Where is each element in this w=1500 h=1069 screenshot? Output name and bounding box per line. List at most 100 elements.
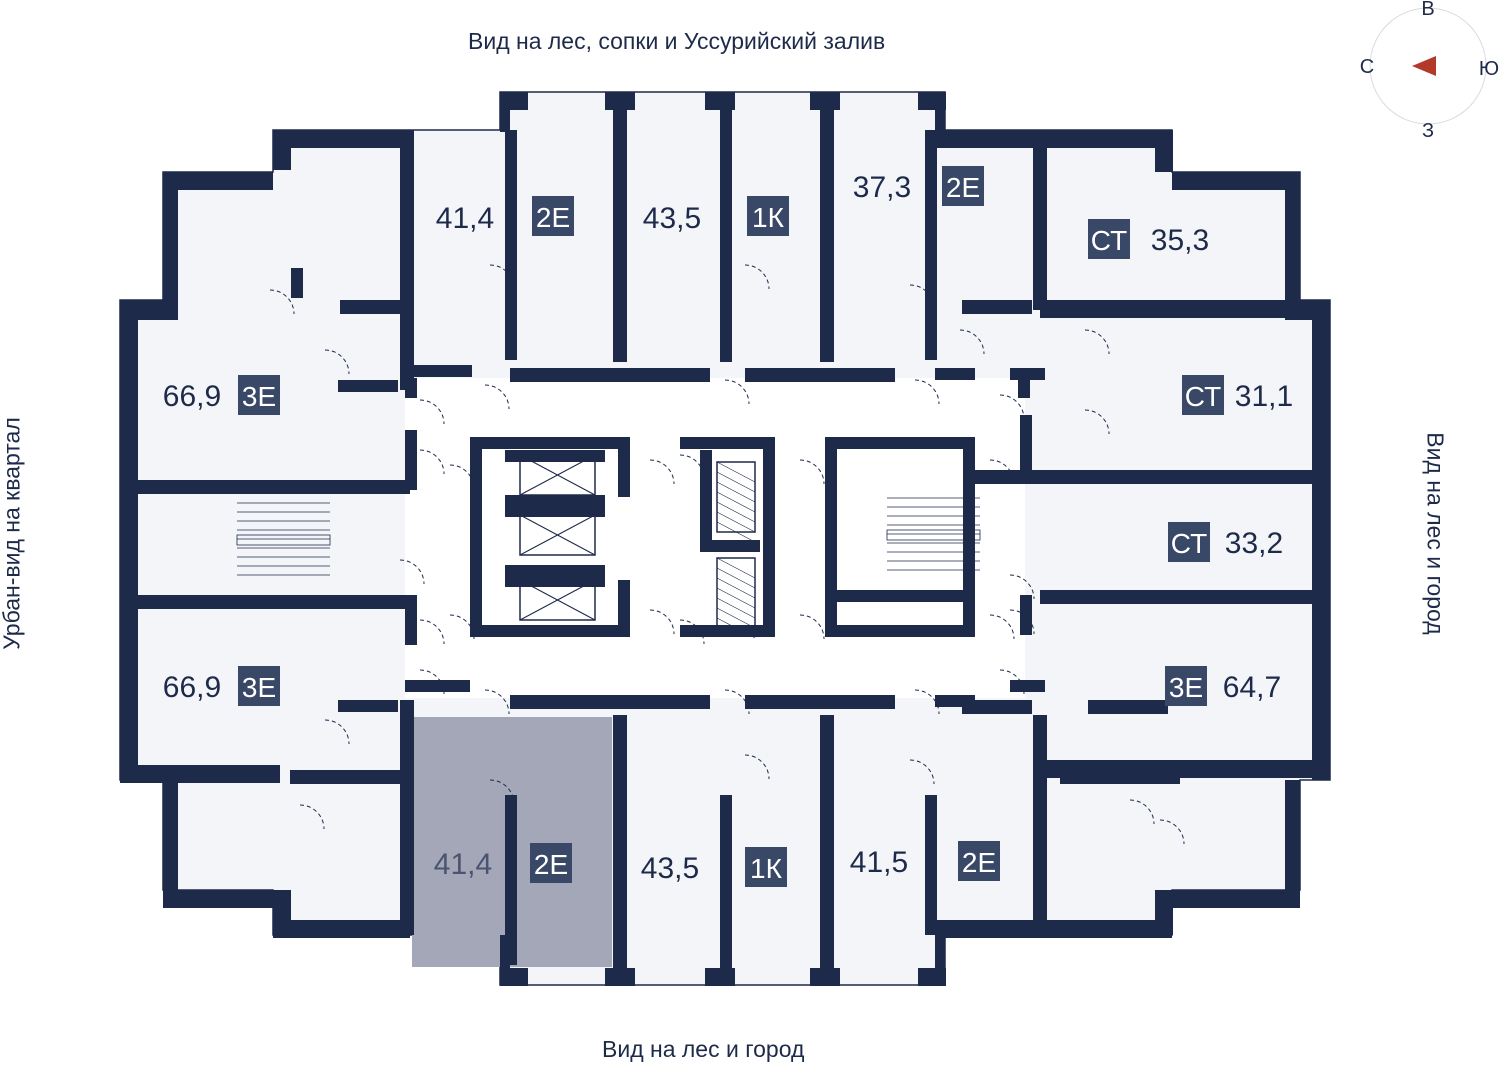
core-wall-0 (470, 437, 630, 449)
unit-type-11: 2Е (962, 847, 996, 878)
wall-76 (340, 300, 400, 314)
wall-65 (613, 715, 627, 985)
wall-72 (745, 695, 895, 709)
wall-43 (1040, 590, 1330, 604)
door-swing-22 (799, 614, 825, 640)
unit-area-5: 31,1 (1235, 380, 1293, 413)
shaft-hatch-0-6 (716, 521, 756, 543)
unit-type-6: СТ (1171, 528, 1207, 559)
shaft-hatch-1-4 (716, 597, 756, 619)
view-label-right: Вид на лес и город (1422, 432, 1449, 635)
wall-30 (935, 368, 975, 380)
door-swing-34 (909, 759, 935, 785)
door-swing-37 (1129, 799, 1155, 825)
wall-31 (1010, 368, 1045, 380)
core-wall-16 (825, 437, 837, 637)
wall-53 (273, 920, 410, 938)
unit-type-badge-0 (532, 196, 574, 236)
door-swing-27 (324, 719, 350, 745)
shaft-hatch-0-3 (716, 491, 756, 513)
unit-type-badge-11 (958, 841, 1000, 881)
door-swing-33 (909, 284, 935, 310)
walls (120, 92, 1330, 986)
door-swing-6 (484, 689, 510, 715)
core-wall-9 (505, 575, 605, 587)
unit-area-8: 64,7 (1223, 671, 1281, 704)
door-swing-12 (999, 669, 1025, 695)
wall-54 (935, 920, 1045, 938)
wall-75 (291, 268, 303, 298)
wall-5 (500, 92, 510, 132)
wall-26 (1033, 130, 1047, 310)
shaft-hatch-0-0 (716, 461, 756, 483)
door-swing-17 (649, 459, 675, 485)
wall-46 (1020, 595, 1032, 635)
unit-area-4: 66,9 (163, 380, 221, 413)
wall-27 (412, 365, 472, 377)
wall-83 (290, 770, 410, 784)
wall-79 (1088, 300, 1168, 314)
apartment-floors (405, 378, 1025, 967)
wall-62 (918, 968, 946, 986)
wall-47 (163, 780, 178, 890)
wall-8 (930, 130, 1040, 148)
wall-38 (120, 765, 280, 783)
wall-6 (935, 92, 945, 132)
wall-32 (405, 378, 417, 398)
wall-22 (613, 92, 627, 362)
core-wall-1 (470, 437, 482, 637)
unit-type-10: 1К (750, 853, 783, 884)
shaft-hatch-1-0 (716, 557, 756, 579)
door-swing-5 (484, 384, 510, 410)
door-swing-38 (1159, 819, 1185, 845)
unit-area-3: 35,3 (1151, 224, 1209, 257)
unit-type-badge-1 (747, 196, 789, 236)
compass-south: Ю (1479, 58, 1499, 80)
wall-33 (1018, 378, 1030, 398)
wall-15 (1285, 172, 1300, 302)
core-wall-15 (825, 437, 975, 449)
wall-14 (163, 172, 178, 302)
wall-71 (510, 695, 710, 709)
wall-19 (1312, 300, 1330, 780)
core-wall-14 (700, 540, 760, 552)
door-swing-24 (989, 614, 1015, 640)
door-swing-30 (489, 779, 515, 805)
elevator-shaft-2 (519, 579, 596, 621)
view-label-top: Вид на лес, сопки и Уссурийский залив (468, 28, 886, 54)
wall-50 (1172, 890, 1300, 908)
unit-area-9: 41,4 (434, 848, 492, 881)
door-swing-10 (914, 689, 940, 715)
unit-area-10: 43,5 (641, 852, 699, 885)
compass-west: З (1422, 120, 1434, 142)
core-wall-18 (963, 437, 975, 637)
wall-11 (1155, 130, 1173, 172)
elevator-cross-b-0 (519, 454, 596, 496)
door-swing-3 (419, 619, 445, 645)
door-swing-32 (744, 754, 770, 780)
door-swing-9 (914, 379, 940, 405)
wall-18 (120, 300, 138, 780)
core-wall-11 (763, 437, 775, 637)
shaft-hatch-0-5 (716, 511, 756, 533)
core-wall-10 (680, 437, 775, 449)
door-swing-13 (1009, 574, 1035, 600)
unit-type-badge-9 (530, 843, 572, 883)
wall-24 (820, 92, 834, 362)
door-swing-8 (724, 689, 750, 715)
unit-type-3: СТ (1091, 225, 1127, 256)
shaft-hatch-1-3 (716, 587, 756, 609)
core-wall-4 (618, 580, 630, 637)
elevator-cross-b-2 (519, 579, 596, 621)
wall-66 (720, 795, 732, 985)
elevator-core (236, 437, 981, 639)
unit-type-badge-5 (1182, 375, 1224, 415)
core-wall-3 (618, 437, 630, 497)
stair-landing-0 (236, 534, 331, 546)
wall-13 (1172, 172, 1300, 190)
wall-81 (962, 700, 1032, 714)
core-wall-17 (825, 625, 975, 637)
door-swing-31 (744, 264, 770, 290)
